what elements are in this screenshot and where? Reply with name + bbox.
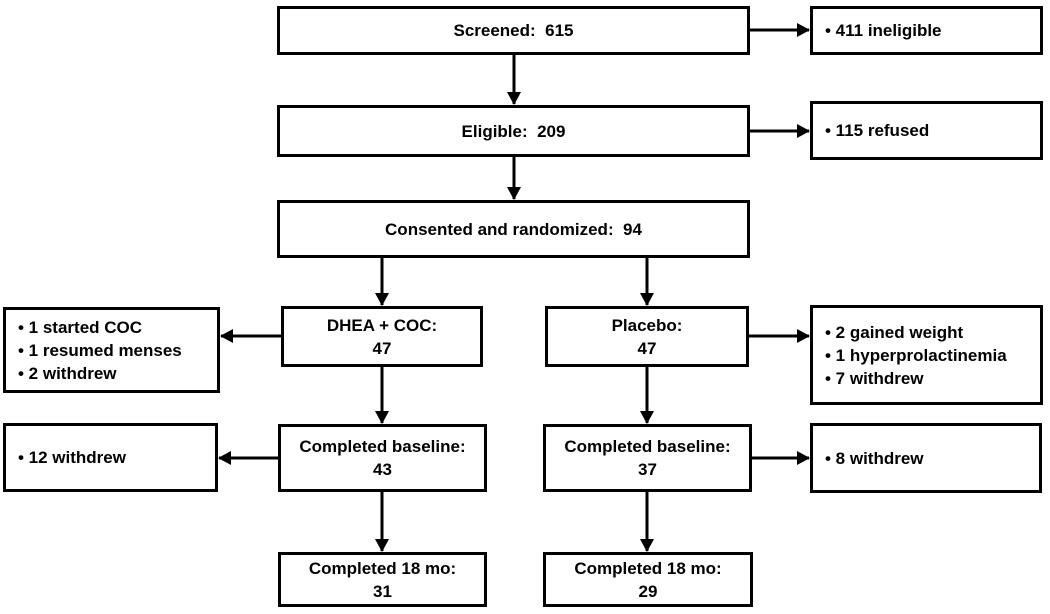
- withdrew-dhea-box: • 12 withdrew: [3, 423, 218, 492]
- ineligible-item: • 411 ineligible: [825, 21, 942, 40]
- baseline-count: 37: [638, 460, 657, 479]
- exclusion-item: • 7 withdrew: [825, 368, 924, 388]
- withdrew-item: • 12 withdrew: [18, 448, 126, 467]
- consented-label: Consented and randomized: 94: [385, 219, 642, 239]
- completed18-placebo-box: Completed 18 mo: 29: [543, 552, 753, 607]
- completed18-dhea-box: Completed 18 mo: 31: [278, 552, 487, 607]
- baseline-dhea-box: Completed baseline: 43: [278, 424, 487, 492]
- completed18-count: 29: [638, 581, 658, 601]
- placebo-count: 47: [637, 338, 657, 358]
- screened-label: Screened: 615: [453, 21, 574, 40]
- exclusion-item: • 2 gained weight: [825, 322, 964, 342]
- baseline-count: 43: [373, 460, 392, 479]
- completed18-label: Completed 18 mo:: [574, 558, 722, 578]
- placebo-arm-box: Placebo: 47: [545, 306, 749, 367]
- baseline-label: Completed baseline:: [564, 437, 731, 456]
- screened-box: Screened: 615: [277, 6, 750, 55]
- dhea-count: 47: [372, 338, 392, 358]
- consented-box: Consented and randomized: 94: [277, 200, 750, 258]
- completed18-count: 31: [373, 581, 392, 601]
- exclusion-item: • 1 hyperprolactinemia: [825, 345, 1007, 365]
- eligible-box: Eligible: 209: [277, 105, 750, 157]
- dhea-arm-box: DHEA + COC: 47: [281, 306, 483, 367]
- exclusion-item: • 1 started COC: [18, 317, 143, 337]
- eligible-label: Eligible: 209: [461, 121, 566, 141]
- dhea-exclusions-box: • 1 started COC • 1 resumed menses • 2 w…: [3, 307, 220, 393]
- withdrew-item: • 8 withdrew: [825, 448, 924, 468]
- completed18-label: Completed 18 mo:: [308, 558, 457, 578]
- baseline-label: Completed baseline:: [299, 437, 466, 456]
- exclusion-item: • 2 withdrew: [18, 363, 117, 383]
- withdrew-placebo-box: • 8 withdrew: [810, 423, 1042, 493]
- dhea-label: DHEA + COC:: [326, 315, 438, 335]
- refused-box: • 115 refused: [810, 101, 1043, 160]
- refused-item: • 115 refused: [825, 121, 930, 140]
- placebo-exclusions-box: • 2 gained weight • 1 hyperprolactinemia…: [810, 305, 1043, 405]
- ineligible-box: • 411 ineligible: [810, 6, 1043, 55]
- baseline-placebo-box: Completed baseline: 37: [543, 424, 752, 492]
- exclusion-item: • 1 resumed menses: [18, 340, 182, 360]
- placebo-label: Placebo:: [611, 315, 683, 335]
